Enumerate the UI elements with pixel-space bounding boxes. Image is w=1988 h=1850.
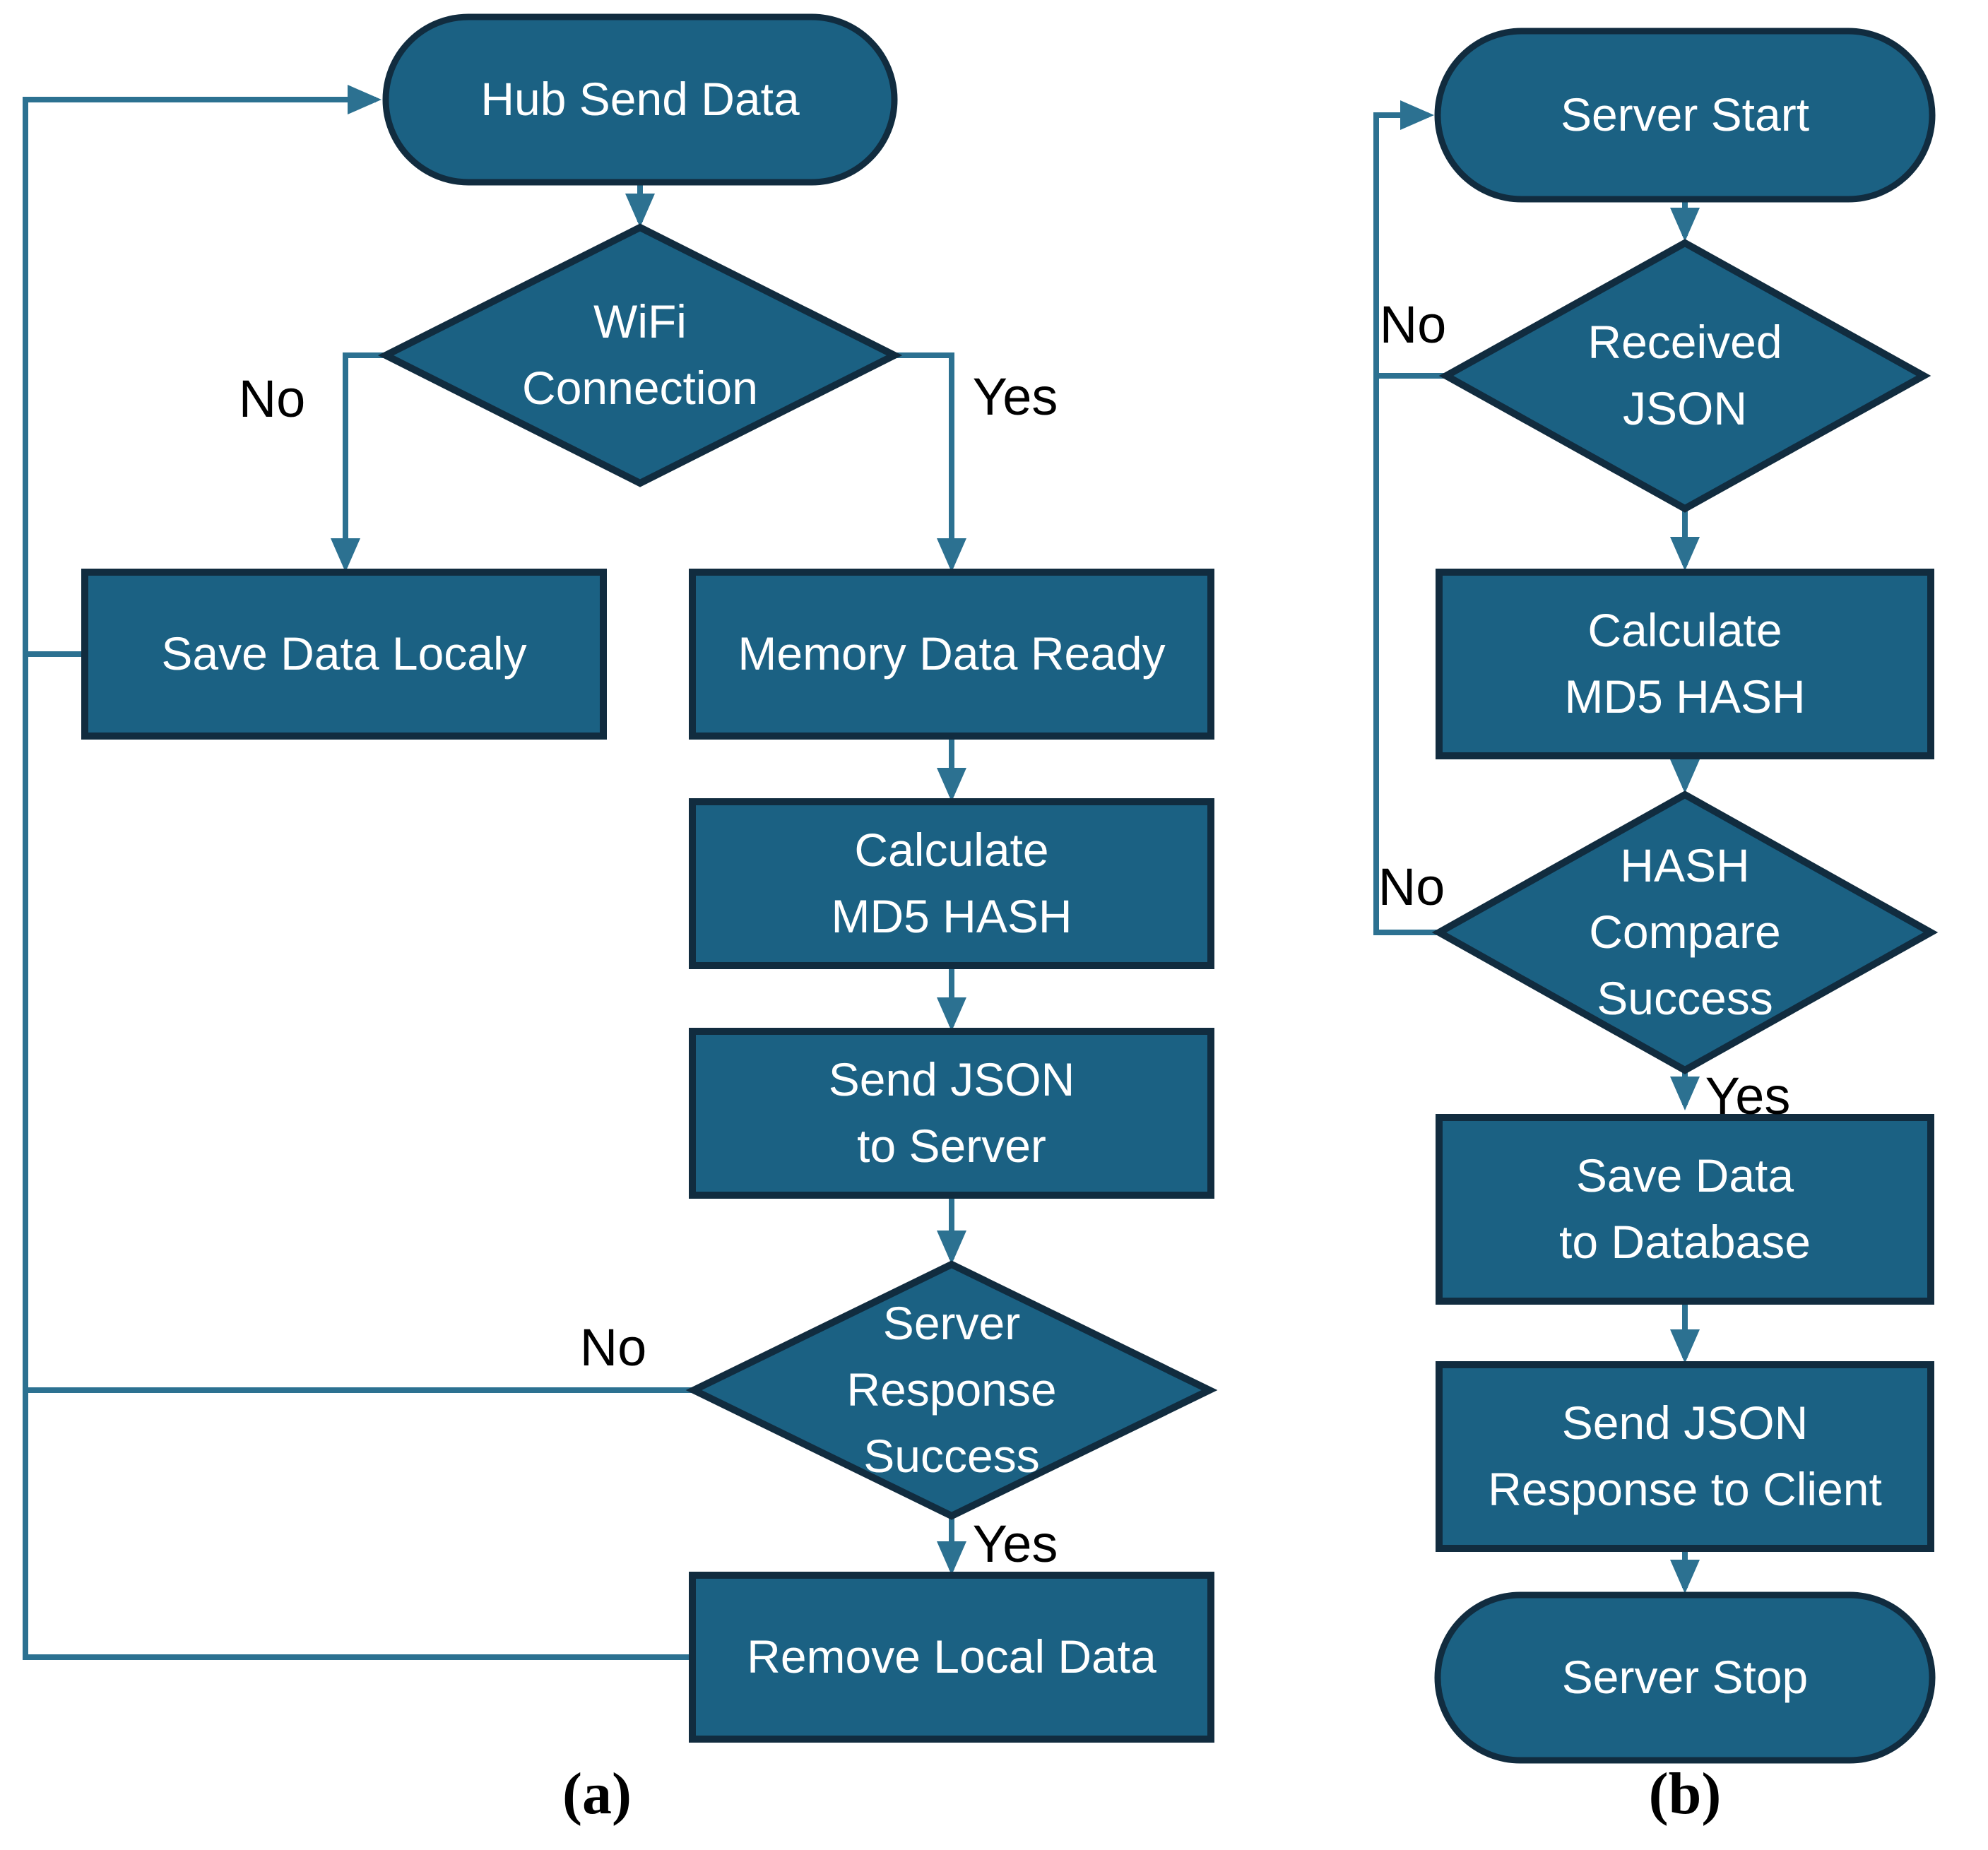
node-remove-local-data-shape — [689, 1572, 1214, 1743]
node-hash-compare-success-shape — [1431, 790, 1939, 1074]
node-calculate-md5-hash-b-shape — [1436, 569, 1934, 759]
edge-wifi-yes-to-memory — [894, 352, 966, 572]
node-save-data-to-database-shape — [1436, 1114, 1934, 1305]
node-server-stop-shape — [1434, 1591, 1936, 1764]
node-calculate-md5-hash-shape — [689, 798, 1214, 969]
edge-hash-no-loop-to-server-start — [1373, 100, 1439, 935]
node-save-data-localy-shape — [81, 569, 607, 740]
edge-remove-local-data-loop-to-hub — [23, 85, 692, 1660]
node-send-json-to-server-shape — [689, 1028, 1214, 1199]
edge-wifi-no-to-save — [331, 352, 386, 572]
node-wifi-connection-shape — [377, 223, 903, 487]
node-server-response-success-shape — [685, 1260, 1218, 1520]
node-memory-data-ready-shape — [689, 569, 1214, 740]
node-send-json-response-to-client-shape — [1436, 1361, 1934, 1552]
node-received-json-shape — [1438, 239, 1931, 513]
node-hub-send-data-shape — [382, 13, 898, 186]
node-server-start-shape — [1434, 28, 1936, 203]
